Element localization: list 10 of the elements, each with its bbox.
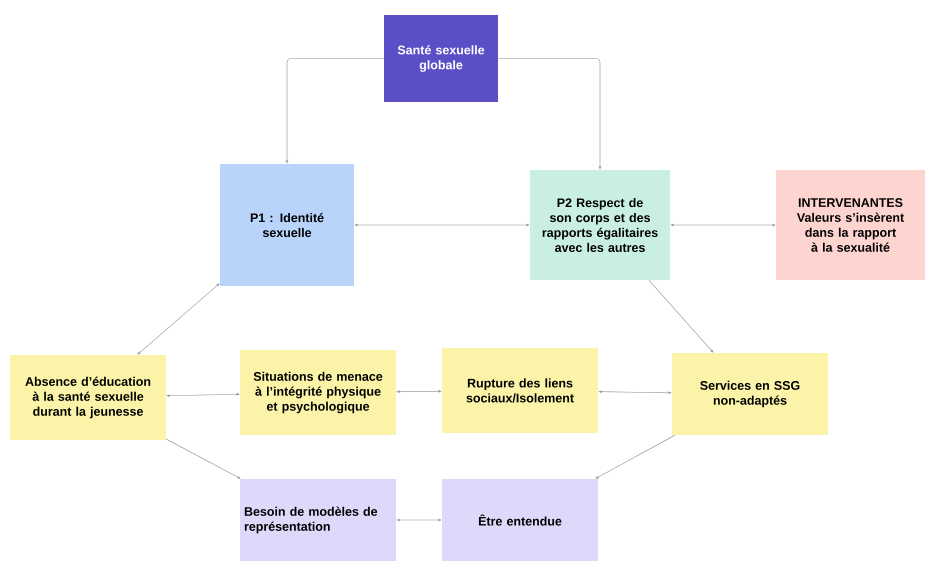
process-box: Services en SSG non-adaptés bbox=[672, 353, 828, 435]
process-box: INTERVENANTES Valeurs s’insèrent dans la rapport à la sexualité bbox=[776, 170, 925, 280]
process-box: Besoin de modèles de représentation bbox=[240, 479, 396, 561]
process-box: Absence d’éducation à la santé sexuelle durant la jeunesse bbox=[10, 355, 166, 440]
process-box: Rupture des liens sociaux/Isolement bbox=[442, 348, 598, 433]
process-box: P2 Respect de son corps et des rapports égalitaires avec les autres bbox=[530, 170, 670, 280]
process-box: Être entendue bbox=[442, 479, 598, 561]
process-box: P1 : Identité sexuelle bbox=[220, 164, 354, 286]
title-box: Santé sexuelle globale bbox=[384, 15, 498, 102]
process-box: Situations de menace à l’intégrité physique et psychologique bbox=[240, 350, 396, 435]
